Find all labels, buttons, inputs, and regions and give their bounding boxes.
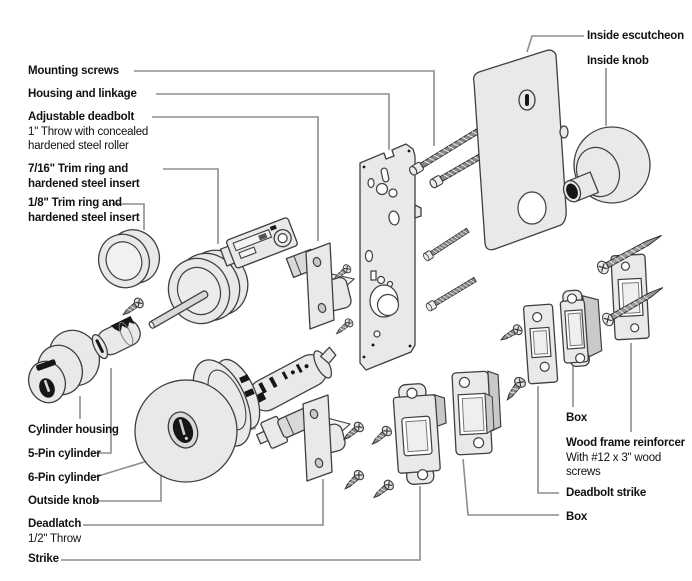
box-top-part	[559, 289, 603, 368]
label-adjustable-deadbolt: Adjustable deadbolt 1" Throw with concea…	[28, 111, 149, 152]
leader-box-bottom	[462, 458, 559, 516]
deadbolt-strike-part	[522, 303, 559, 385]
strike-screw	[502, 374, 528, 404]
strike-screw	[497, 322, 525, 345]
label-deadbolt-strike: Deadbolt strike	[566, 487, 647, 499]
latch-screws	[340, 419, 396, 503]
leader-trim-ring-7-16	[163, 168, 219, 244]
leader-strike	[61, 486, 421, 561]
six-pin-cylinder-part	[249, 346, 337, 412]
wood-frame-reinforcer-part	[610, 253, 650, 341]
five-pin-cylinder-part	[91, 316, 141, 360]
faceplate-screw	[333, 316, 355, 338]
leader-trim-ring-1-8	[112, 203, 145, 230]
leader-deadbolt-strike	[537, 386, 559, 494]
leader-deadlatch	[83, 479, 324, 526]
label-cylinder-housing: Cylinder housing	[28, 424, 119, 436]
label-trim-ring-1-8: 1/8" Trim ring and hardened steel insert	[28, 197, 140, 224]
leader-adjustable-deadbolt	[152, 116, 319, 241]
label-mounting-screws: Mounting screws	[28, 65, 119, 77]
label-box-bottom: Box	[566, 511, 588, 523]
label-inside-escutcheon: Inside escutcheon	[587, 30, 684, 42]
label-five-pin: 5-Pin cylinder	[28, 448, 101, 460]
strike-part	[392, 383, 447, 485]
housing-linkage-plate	[359, 143, 422, 371]
outside-knob-part	[134, 379, 238, 483]
leader-five-pin	[94, 368, 112, 454]
label-strike: Strike	[28, 553, 59, 565]
leader-outside-knob	[94, 470, 162, 502]
cylinder-screw	[119, 295, 146, 320]
deadbolt-faceplate	[305, 242, 335, 330]
cylinder-housing-part	[27, 329, 101, 404]
label-box-top: Box	[566, 412, 588, 424]
leader-mounting-screws	[134, 70, 435, 146]
trim-ring-1-8-part	[98, 229, 161, 289]
leader-housing-linkage	[156, 93, 390, 150]
label-outside-knob: Outside knob	[28, 495, 100, 507]
label-wood-frame-reinforcer: Wood frame reinforcer With #12 x 3" wood…	[566, 437, 685, 478]
inside-knob-part	[562, 126, 651, 204]
spindle-rod	[148, 290, 209, 329]
adjustable-deadbolt-part	[219, 217, 356, 338]
inside-escutcheon-part	[472, 49, 569, 251]
leader-lines	[61, 35, 632, 561]
label-housing-linkage: Housing and linkage	[28, 88, 137, 100]
deadlatch-part	[256, 394, 352, 482]
label-deadlatch: Deadlatch 1/2" Throw	[28, 518, 82, 545]
deadlatch-faceplate	[302, 394, 333, 482]
label-inside-knob: Inside knob	[587, 55, 649, 67]
leader-inside-escutcheon	[526, 35, 584, 53]
label-six-pin: 6-Pin cylinder	[28, 472, 101, 484]
label-trim-ring-7-16: 7/16" Trim ring and hardened steel inser…	[28, 163, 140, 190]
box-bottom-part	[451, 370, 502, 456]
